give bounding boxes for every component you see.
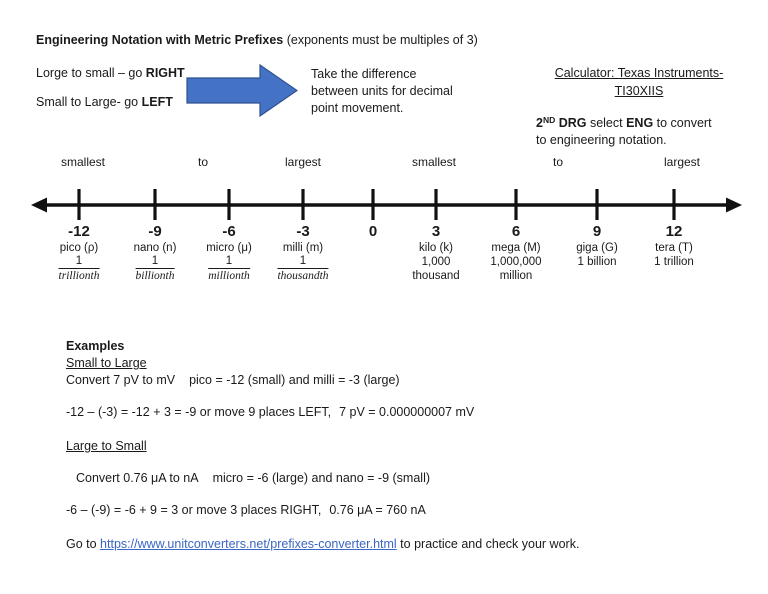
rule-large-to-small-direction: RIGHT [145,66,185,80]
tick-prefix-name: pico (ρ) [59,242,99,254]
difference-note-line-1: Take the difference [311,67,417,81]
number-line-tick-block: 3 kilo (k) 1,000 thousand [412,222,459,283]
large-to-small-line-2: -6 – (-9) = -6 + 9 = 3 or move 3 places … [66,502,706,519]
number-line-region-label: largest [663,155,701,169]
difference-note-line-2: between units for decimal [311,84,453,98]
tick-subline: 1,000,000 [490,256,542,268]
number-line-axis [31,189,742,220]
page-title-paren: (exponents must be multiples of 3) [283,33,478,47]
right-block-arrow-icon [186,63,298,118]
number-line-region-label: to [197,155,209,169]
difference-note-line-3: point movement. [311,101,404,115]
unit-converter-link[interactable]: https://www.unitconverters.net/prefixes-… [100,537,397,551]
calculator-eng-key: ENG [626,116,654,130]
rule-small-to-large: Small to Large- go LEFT [36,95,173,109]
tick-fraction-numerator: 1 [135,255,175,269]
footer-prefix-text: Go to [66,537,101,551]
number-line-tick-block: 9 giga (G) 1 billion [576,222,618,269]
metric-prefix-number-line: smallest to largest smallest to largest -12 pi… [0,150,768,310]
tick-fraction-denominator: billionth [135,270,175,282]
large-to-small-label: Large to Small [66,439,147,453]
small-to-large-label: Small to Large [66,356,147,370]
tick-fraction-denominator: thousandth [277,270,329,282]
number-line-tick-block: 6 mega (M) 1,000,000 million [490,222,541,283]
tick-exponent: -9 [148,223,162,240]
tick-subline: thousand [412,270,460,282]
number-line-region-label: smallest [60,155,106,169]
stl-math-text: -12 – (-3) = -12 + 3 = -9 or move 9 plac… [66,405,332,419]
tick-fraction-numerator: 1 [208,255,250,269]
tick-exponent: 6 [511,223,521,240]
tick-exponent: -12 [68,223,90,240]
tick-subline: 1 billion [577,256,617,268]
tick-exponent: 12 [665,223,683,240]
calculator-instruction-line-2: to engineering notation. [536,133,667,147]
number-line-region-label: largest [284,155,322,169]
tick-prefix-name: micro (μ) [206,242,252,254]
small-to-large-line-1: Convert 7 pV to mV pico = -12 (small) and… [66,372,706,389]
tick-subline: million [499,270,533,282]
tick-exponent: 3 [431,223,441,240]
lts-math-text: -6 – (-9) = -6 + 9 = 3 or move 3 places … [66,503,322,517]
tick-exponent: -6 [222,223,236,240]
page-title: Engineering Notation with Metric Prefixe… [36,33,478,47]
lts-result-text: 0.76 μA = 760 nA [329,503,426,517]
tick-fraction-denominator: trillionth [58,270,100,282]
calculator-heading-line-2: TI30XIIS [614,84,664,98]
tick-prefix-name: tera (T) [655,242,693,254]
rule-small-to-large-text: Small to Large- go [36,95,142,109]
page-title-main: Engineering Notation with Metric Prefixe… [36,33,284,47]
tick-prefix-name: giga (G) [576,242,618,254]
rule-large-to-small-text: Lorge to small – go [36,66,146,80]
calculator-drg-key: DRG [555,116,587,130]
difference-note: Take the difference between units for de… [311,66,491,117]
number-line-region-label: to [552,155,564,169]
tick-prefix-name: mega (M) [491,242,541,254]
rule-large-to-small: Lorge to small – go RIGHT [36,66,185,80]
tick-prefix-name: nano (n) [133,242,177,254]
tick-exponent: -3 [296,223,310,240]
calculator-second-key: 2 [536,116,543,130]
examples-heading: Examples [66,339,125,353]
calculator-instruction: 2ND DRG select ENG to convert to enginee… [536,112,768,149]
calculator-heading-line-1: Calculator: Texas Instruments- [554,66,724,80]
calculator-select-text: select [586,116,627,130]
tick-prefix-name: milli (m) [282,242,324,254]
large-to-small-line-1: Convert 0.76 μA to nA micro = -6 (large) … [66,470,706,487]
calculator-convert-text: to convert [653,116,712,130]
tick-subline: 1 trillion [654,256,694,268]
calculator-heading: Calculator: Texas Instruments- TI30XIIS [521,64,757,100]
number-line-tick-block: 12 tera (T) 1 trillion [654,222,694,269]
examples-section: Examples Small to Large Convert 7 pV to … [66,338,706,553]
stl-convert-text: Convert 7 pV to mV [66,373,176,387]
tick-fraction-denominator: millionth [208,270,250,282]
stl-prefix-values: pico = -12 (small) and milli = -3 (large… [189,373,400,387]
tick-exponent: 9 [592,223,602,240]
number-line-tick-block: 0 [369,222,377,241]
tick-fraction-numerator: 1 [58,255,100,269]
tick-fraction-numerator: 1 [277,255,329,269]
small-to-large-line-2: -12 – (-3) = -12 + 3 = -9 or move 9 plac… [66,404,706,421]
tick-subline: 1,000 [421,256,451,268]
footer-practice-line: Go to https://www.unitconverters.net/pre… [66,536,706,553]
calculator-second-ordinal: ND [542,115,556,125]
rule-small-to-large-direction: LEFT [141,95,173,109]
lts-prefix-values: micro = -6 (large) and nano = -9 (small) [212,471,431,485]
tick-exponent: 0 [368,223,378,240]
tick-prefix-name: kilo (k) [419,242,453,254]
number-line-region-label: smallest [411,155,457,169]
footer-suffix-text: to practice and check your work. [396,537,580,551]
stl-result-text: 7 pV = 0.000000007 mV [339,405,475,419]
lts-convert-text: Convert 0.76 μA to nA [76,471,199,485]
